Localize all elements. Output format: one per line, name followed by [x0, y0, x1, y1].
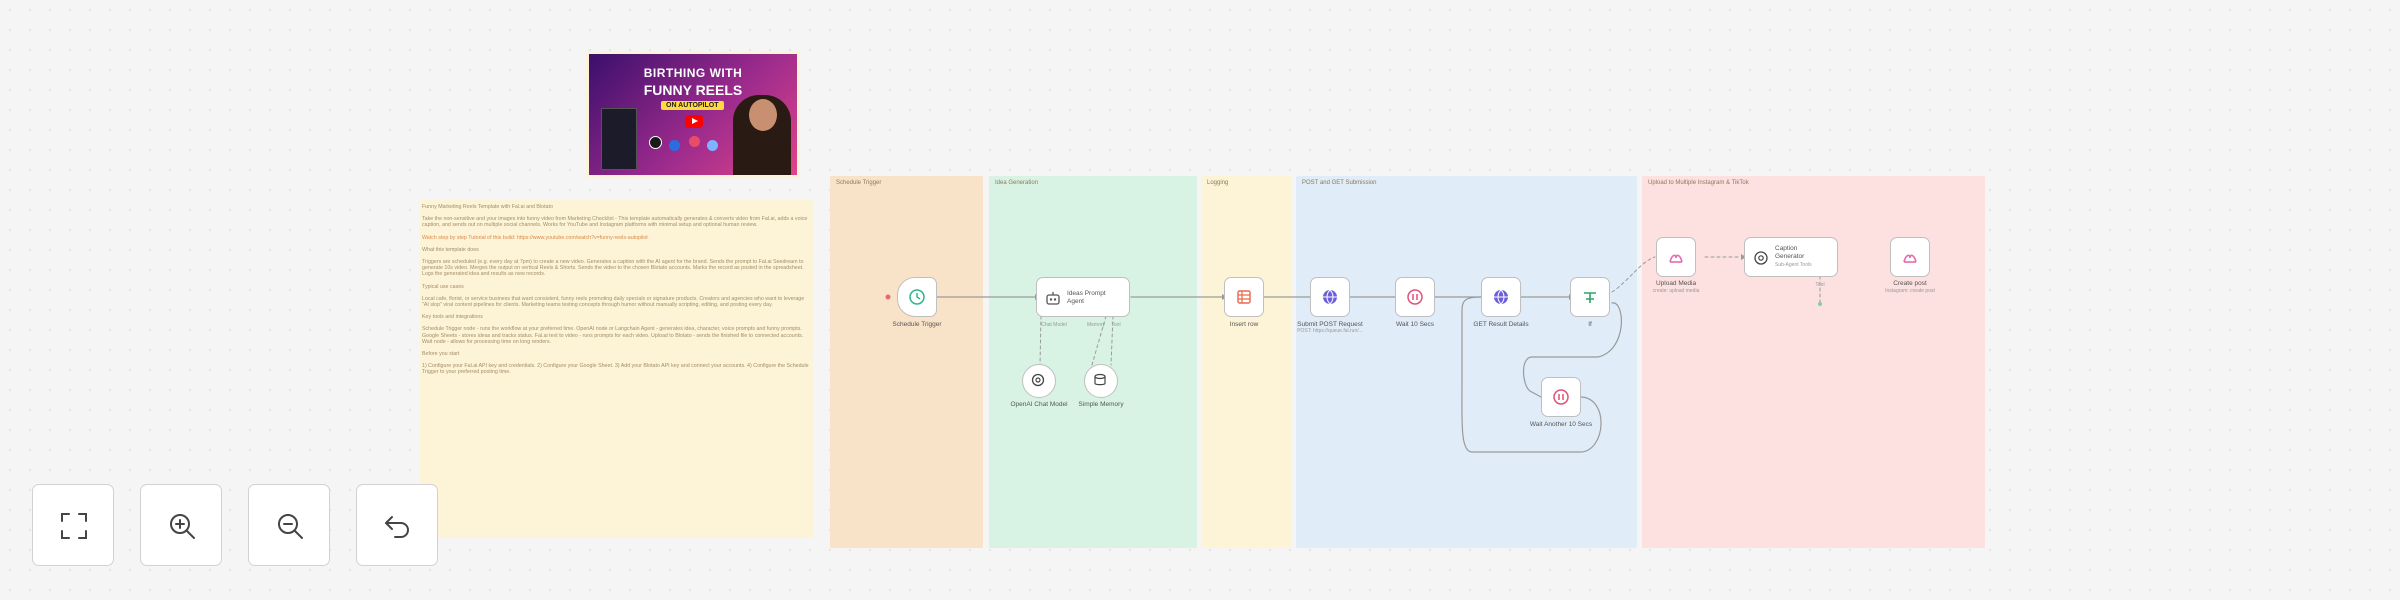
get-result-details-node[interactable]	[1481, 277, 1521, 317]
sheets-icon	[1237, 290, 1251, 304]
node-label: Wait Another 10 Secs	[1529, 421, 1593, 428]
play-icon[interactable]	[685, 115, 703, 128]
edge-label: Tool	[1111, 322, 1121, 328]
node-sublabel: POST: https://queue.fal.run/...	[1297, 328, 1363, 334]
zoom-out-button[interactable]	[248, 484, 330, 566]
node-label: Schedule Trigger	[892, 321, 942, 328]
sticky-schedule[interactable]: Schedule Trigger	[830, 176, 983, 548]
if-node[interactable]	[1570, 277, 1610, 317]
sticky-title: Idea Generation	[995, 180, 1039, 186]
connection	[1522, 302, 1622, 398]
note-paragraph: Schedule Trigger node - runs the workflo…	[422, 326, 804, 345]
clock-icon	[909, 289, 925, 305]
connection	[1611, 256, 1656, 293]
note-heading: What this template does	[422, 246, 479, 253]
sticky-title: Upload to Multiple Instagram & TikTok	[1648, 180, 1749, 186]
thumbnail-person	[733, 95, 791, 175]
node-label: Caption Generator	[1775, 245, 1805, 260]
node-sublabel: create: upload media	[1652, 288, 1700, 294]
robot-icon	[1046, 292, 1060, 305]
zoom-out-icon	[278, 514, 303, 539]
wait-another-10-secs-node[interactable]	[1541, 377, 1581, 417]
connection	[1039, 315, 1042, 366]
connection-dot	[1818, 302, 1822, 306]
openai-chat-model-node[interactable]	[1022, 364, 1056, 398]
connection-dot	[885, 294, 891, 300]
openai-icon	[1754, 251, 1768, 265]
sticky-title: POST and GET Submission	[1302, 180, 1377, 186]
node-label: Upload Media	[1655, 280, 1697, 287]
note-title: Funny Marketing Reels Template with Fal.…	[422, 204, 553, 210]
submit-post-request-node[interactable]	[1310, 277, 1350, 317]
ideas-prompt-agent-node[interactable]: Ideas Prompt Agent	[1036, 277, 1130, 317]
app-logo-icon	[649, 136, 662, 149]
connection	[1091, 315, 1107, 366]
zoom-in-icon	[170, 514, 195, 539]
fit-view-icon	[61, 513, 87, 539]
note-heading: Typical use cases	[422, 283, 464, 290]
node-sublabel: Sub-Agent Tools	[1775, 262, 1812, 268]
app-logo-icon	[707, 140, 718, 151]
edge-label: Tool	[1815, 282, 1825, 288]
video-thumbnail-note[interactable]: BIRTHING WITH FUNNY REELS ON AUTOPILOT	[586, 51, 800, 178]
globe-icon	[1494, 289, 1508, 305]
thumbnail-line2: FUNNY REELS	[643, 82, 743, 98]
if-icon	[1584, 292, 1596, 303]
schedule-trigger-node[interactable]	[897, 277, 937, 317]
simple-memory-node[interactable]	[1084, 364, 1118, 398]
sticky-title: Logging	[1207, 180, 1229, 186]
node-label: Submit POST Request	[1297, 321, 1363, 328]
node-label: Wait 10 Secs	[1395, 321, 1435, 328]
app-logo-icon	[669, 140, 680, 151]
node-label: If	[1588, 321, 1592, 328]
sticky-title: Schedule Trigger	[836, 180, 882, 186]
arrow-head	[1741, 254, 1746, 260]
thumbnail-badge: ON AUTOPILOT	[661, 101, 724, 110]
zoom-in-button[interactable]	[140, 484, 222, 566]
node-sublabel: Instagram: create post	[1885, 288, 1935, 294]
edge-label: Chat Model	[1041, 322, 1067, 328]
description-note[interactable]	[420, 200, 813, 538]
note-paragraph: Take the non-sensitive and your images i…	[422, 216, 808, 229]
create-post-node[interactable]	[1890, 237, 1930, 277]
note-heading: Before you start	[422, 351, 460, 358]
database-icon	[1094, 373, 1106, 386]
sticky-logging[interactable]: Logging	[1201, 176, 1292, 548]
undo-icon	[385, 516, 409, 538]
video-thumbnail-image[interactable]: BIRTHING WITH FUNNY REELS ON AUTOPILOT	[589, 54, 797, 175]
app-logo-icon	[689, 136, 700, 147]
thumbnail-photo	[601, 108, 637, 170]
node-label: OpenAI Chat Model	[1010, 401, 1068, 408]
node-label: GET Result Details	[1473, 321, 1529, 328]
caption-generator-node[interactable]: Caption Generator Sub-Agent Tools	[1744, 237, 1838, 277]
pause-icon	[1407, 289, 1423, 305]
upload-media-node[interactable]	[1656, 237, 1696, 277]
openai-icon	[1031, 373, 1045, 387]
node-label: Ideas Prompt Agent	[1067, 290, 1106, 305]
connection	[1461, 296, 1602, 453]
wait-10-secs-node[interactable]	[1395, 277, 1435, 317]
note-paragraph: Triggers are scheduled (e.g. every day a…	[422, 259, 804, 278]
fit-view-button[interactable]	[32, 484, 114, 566]
reset-zoom-button[interactable]	[356, 484, 438, 566]
sticky-post[interactable]: POST and GET Submission	[1296, 176, 1637, 548]
thumbnail-line1: BIRTHING WITH	[643, 66, 743, 80]
note-tutorial-link[interactable]: Watch step by step Tutorial of this buil…	[422, 234, 648, 241]
note-heading: Key tools and integrations	[422, 314, 483, 321]
node-label: Create post	[1893, 280, 1927, 287]
pause-icon	[1553, 389, 1569, 405]
note-paragraph: 1) Configure your Fal.ai API key and cre…	[422, 363, 809, 376]
insert-row-node[interactable]	[1224, 277, 1264, 317]
note-paragraph: Local cafe, florist, or service business…	[422, 295, 805, 309]
node-label: Simple Memory	[1078, 401, 1124, 408]
globe-icon	[1323, 289, 1337, 305]
connection	[1110, 315, 1114, 366]
edge-label: Memory	[1086, 322, 1106, 328]
blotato-icon	[1903, 254, 1917, 263]
node-label: Insert row	[1229, 321, 1259, 328]
description-text: Funny Marketing Reels Template with Fal.…	[422, 204, 810, 534]
blotato-icon	[1669, 254, 1683, 263]
